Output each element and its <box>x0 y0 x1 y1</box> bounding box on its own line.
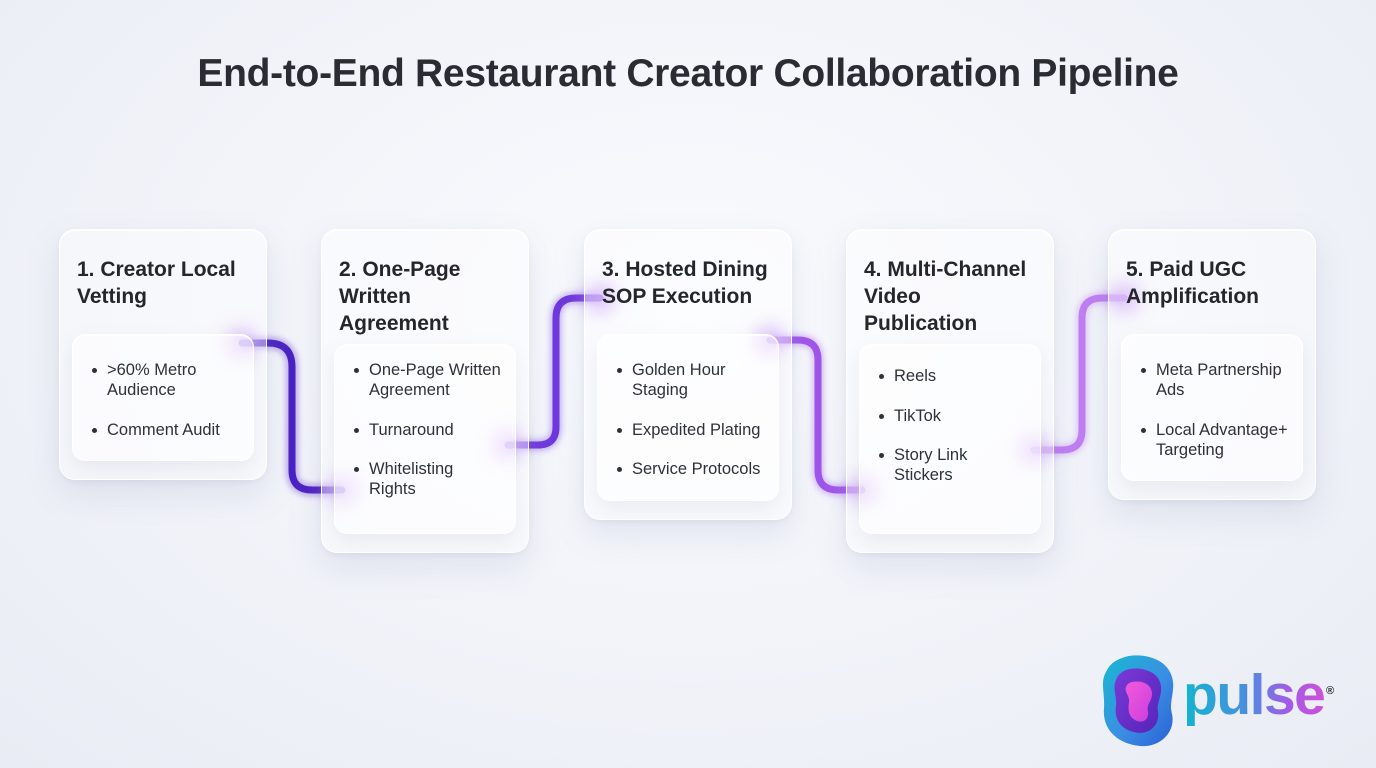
stage-card-5: 5. Paid UGC Amplification Meta Partnersh… <box>1108 229 1316 500</box>
stage-title: 5. Paid UGC Amplification <box>1126 258 1260 308</box>
stage-card-1: 1. Creator Local Vetting >60% Metro Audi… <box>59 229 267 480</box>
stage-title: 4. Multi-Channel Video Publication <box>864 258 1027 335</box>
stage-title: 2. One-Page Written Agreement <box>339 258 461 335</box>
list-item: Turnaround <box>353 420 507 440</box>
connector-line-4 <box>1030 294 1128 454</box>
list-item: One-Page Written Agreement <box>353 360 507 400</box>
list-item: Golden Hour Staging <box>616 360 752 400</box>
list-item: >60% Metro Audience <box>91 360 217 400</box>
list-item: Expedited Plating <box>616 420 770 440</box>
brand-logo: pulse ® <box>1100 652 1360 752</box>
list-item: TikTok <box>878 406 1032 426</box>
stage-card-2: 2. One-Page Written Agreement One-Page W… <box>321 229 529 553</box>
list-item: Reels <box>878 366 1032 386</box>
list-item: Local Advantage+ Targeting <box>1140 420 1302 460</box>
stage-details-panel: Meta Partnership Ads Local Advantage+ Ta… <box>1121 334 1303 481</box>
connector-line-1 <box>238 339 346 494</box>
connector-glow-node <box>585 283 615 313</box>
stage-details-panel: >60% Metro Audience Comment Audit <box>72 334 254 461</box>
page-title: End-to-End Restaurant Creator Collaborat… <box>197 52 1179 95</box>
pulse-logo-icon <box>1102 655 1174 747</box>
connector-line-2 <box>504 294 604 449</box>
stage-details-panel: Reels TikTok Story Link Stickers <box>859 344 1041 534</box>
stage-title: 1. Creator Local Vetting <box>77 258 236 308</box>
list-item: Meta Partnership Ads <box>1140 360 1296 400</box>
stage-card-4: 4. Multi-Channel Video Publication Reels… <box>846 229 1054 553</box>
list-item: Service Protocols <box>616 459 770 479</box>
registered-mark: ® <box>1326 685 1335 697</box>
connector-glow-node <box>1109 283 1139 313</box>
connector-line-3 <box>766 336 866 494</box>
stage-details-panel: One-Page Written Agreement Turnaround Wh… <box>334 344 516 534</box>
stage-details-panel: Golden Hour Staging Expedited Plating Se… <box>597 334 779 501</box>
stage-title: 3. Hosted Dining SOP Execution <box>602 258 768 308</box>
stage-card-3: 3. Hosted Dining SOP Execution Golden Ho… <box>584 229 792 520</box>
list-item: Story Link Stickers <box>878 445 994 485</box>
brand-name: pulse <box>1183 660 1326 730</box>
list-item: Comment Audit <box>91 420 245 440</box>
list-item: Whitelisting Rights <box>353 459 479 499</box>
